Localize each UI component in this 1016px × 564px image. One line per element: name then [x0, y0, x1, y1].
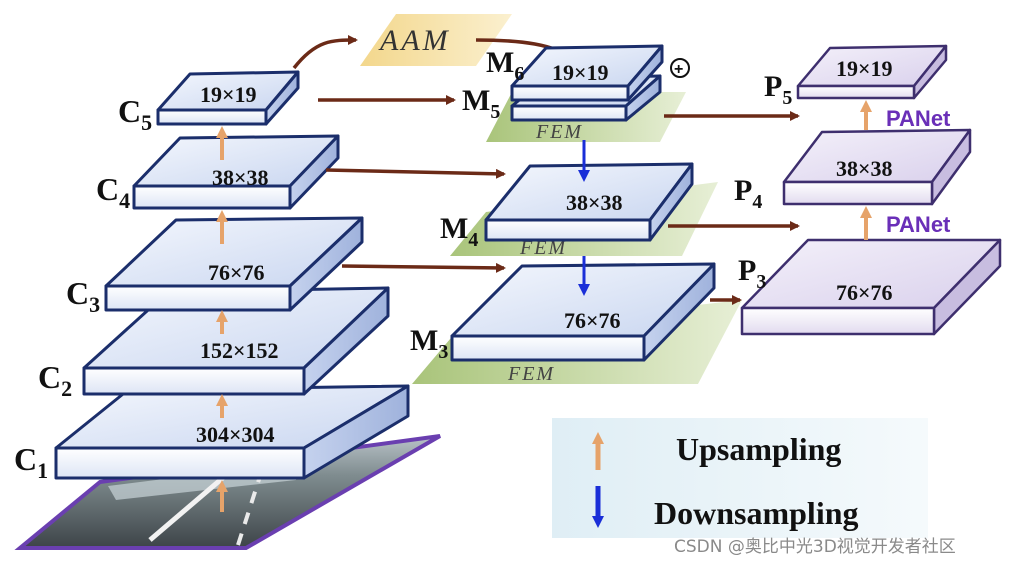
c5-dim: 19×19 [200, 82, 257, 107]
legend: Upsampling Downsampling [552, 418, 928, 538]
slab-c1: 304×304 [54, 384, 410, 480]
svg-text:FEM: FEM [519, 237, 567, 259]
slab-m6: 19×19 [510, 44, 664, 102]
c4-label: C4 [96, 171, 130, 213]
m3-dim: 76×76 [564, 308, 621, 333]
aam-module: AAM [360, 14, 512, 66]
slab-c2: 152×152 [82, 286, 390, 396]
slab-m4: 38×38 [484, 162, 694, 242]
c2-label: C2 [38, 359, 72, 401]
slab-m3: 76×76 [450, 262, 716, 362]
c3-label: C3 [66, 275, 100, 317]
slab-c5: 19×19 [156, 70, 300, 126]
plus-circle-icon: + [670, 58, 690, 78]
lateral-arrows-m-to-p [664, 111, 800, 305]
slab-c3: 76×76 [104, 216, 364, 312]
panet-label-top: PANet [886, 106, 951, 131]
panet-label-bottom: PANet [886, 212, 951, 237]
p5-dim: 19×19 [836, 56, 893, 81]
legend-downsampling: Downsampling [654, 495, 859, 531]
p4-dim: 38×38 [836, 156, 893, 181]
m3-label: M3 [410, 324, 448, 363]
c3-dim: 76×76 [208, 260, 265, 285]
c5-to-aam-arrow [292, 35, 358, 70]
p3-dim: 76×76 [836, 280, 893, 305]
slab-c4: 38×38 [132, 134, 340, 210]
aam-label: AAM [378, 24, 451, 57]
c1-label: C1 [14, 441, 48, 483]
svg-text:FEM: FEM [535, 121, 583, 143]
c1-dim: 304×304 [196, 422, 275, 447]
legend-box [552, 418, 928, 538]
p4-label: P4 [734, 174, 762, 213]
m4-dim: 38×38 [566, 190, 623, 215]
c2-dim: 152×152 [200, 338, 279, 363]
c4-dim: 38×38 [212, 165, 269, 190]
m4-label: M4 [440, 212, 478, 251]
watermark: CSDN @奥比中光3D视觉开发者社区 [674, 537, 956, 557]
m5-label: M5 [462, 84, 500, 123]
svg-text:FEM: FEM [507, 363, 555, 385]
svg-text:+: + [674, 61, 683, 78]
p5-label: P5 [764, 70, 792, 109]
p3-label: P3 [738, 254, 766, 293]
slab-p3: 76×76 [740, 238, 1002, 336]
legend-upsampling: Upsampling [676, 431, 841, 467]
slab-p4: 38×38 [782, 128, 972, 206]
c5-label: C5 [118, 93, 152, 135]
lateral-arrows-c-to-m [318, 95, 506, 273]
m6-dim: 19×19 [552, 60, 609, 85]
m6-label: M6 [486, 46, 524, 85]
slab-p5: 19×19 [796, 44, 948, 100]
